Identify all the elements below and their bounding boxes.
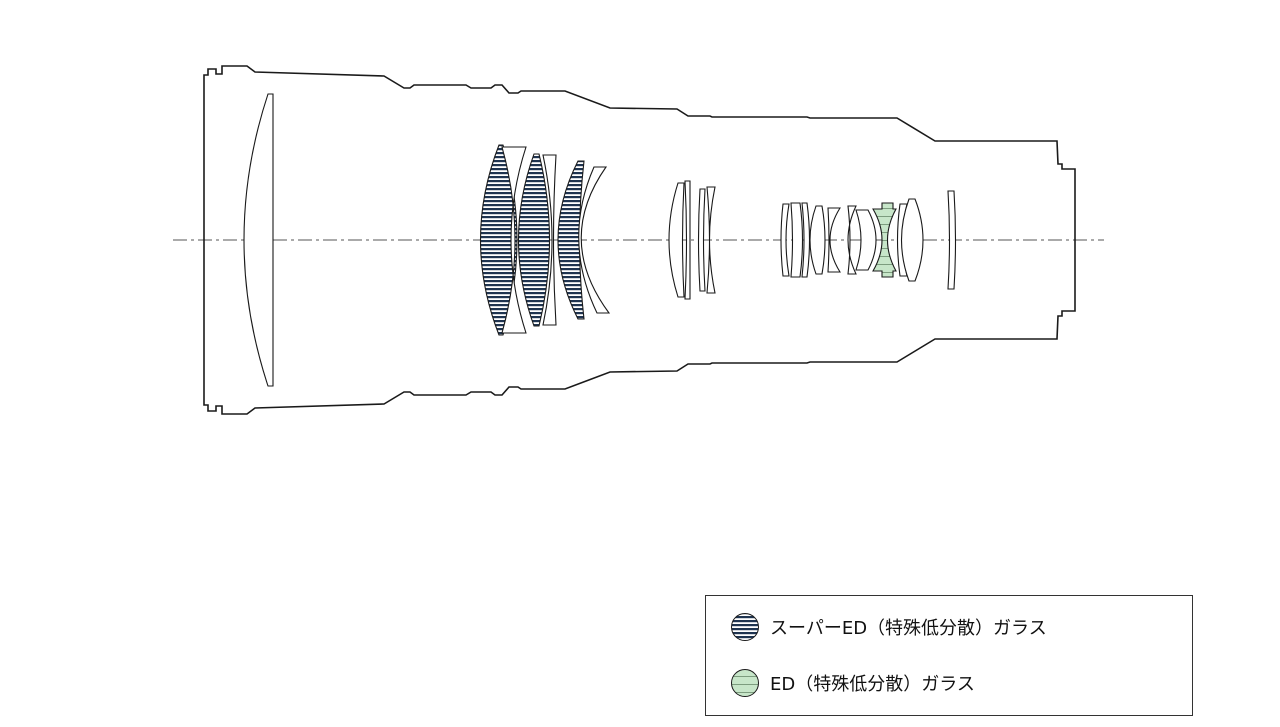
lens-element-meniscus-2 [542, 154, 557, 326]
lens-element-rear-4 [809, 205, 826, 275]
lens-element-rear-5 [827, 207, 841, 273]
lens-elements [243, 93, 957, 387]
lens-element-rear-3 [801, 202, 811, 278]
lens-element-front [243, 93, 274, 387]
barrel-outline-bottom [203, 240, 1076, 415]
lens-element-rear-6 [847, 205, 857, 275]
lens-barrel [203, 65, 1076, 415]
barrel-outline-top [203, 65, 1076, 240]
lens-element-meniscus-3 [578, 166, 611, 314]
lens-element-last [947, 190, 957, 290]
lens-element-rear-9 [900, 198, 924, 282]
lens-element-rear-1 [780, 203, 790, 277]
lens-element-super-ed-3 [557, 160, 585, 320]
ed-swatch-icon [731, 669, 759, 697]
legend-label-ed: ED（特殊低分散）ガラス [770, 674, 975, 695]
super-ed-swatch-icon [731, 613, 759, 641]
lens-element-mid-1 [668, 182, 685, 298]
legend-item-super-ed: スーパーED（特殊低分散）ガラス [730, 612, 1047, 642]
lens-element-meniscus-1 [501, 146, 527, 334]
legend: スーパーED（特殊低分散）ガラス ED（特殊低分散）ガラス [705, 595, 1193, 716]
lens-element-rear-2 [790, 202, 804, 278]
lens-element-ed [872, 202, 897, 278]
ed-swatch-circle [731, 669, 759, 697]
legend-label-super-ed: スーパーED（特殊低分散）ガラス [770, 618, 1047, 639]
lens-element-mid-3 [697, 188, 706, 292]
super-ed-swatch-circle [731, 613, 759, 641]
lens-element-mid-4 [706, 186, 716, 294]
lens-element-rear-7 [855, 209, 877, 271]
lens-element-super-ed-2 [517, 153, 551, 327]
lens-element-mid-2 [684, 180, 691, 300]
legend-item-ed: ED（特殊低分散）ガラス [730, 668, 975, 698]
